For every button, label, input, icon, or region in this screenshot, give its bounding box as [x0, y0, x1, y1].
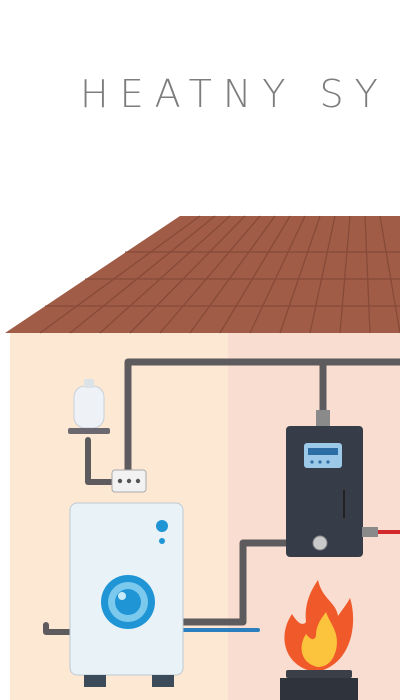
- water-heater-icon: [286, 410, 363, 557]
- expansion-tank-icon: [68, 379, 110, 434]
- flame-icon: [284, 580, 354, 672]
- gas-burner-icon: [280, 670, 358, 700]
- pipe-network: [43, 358, 400, 635]
- washing-machine-boiler-icon: [69, 502, 184, 687]
- page-title: HEATNY SY: [80, 72, 389, 116]
- roof: [5, 215, 400, 334]
- hot-water-outlet: [362, 527, 400, 537]
- valve-connector: [111, 469, 147, 493]
